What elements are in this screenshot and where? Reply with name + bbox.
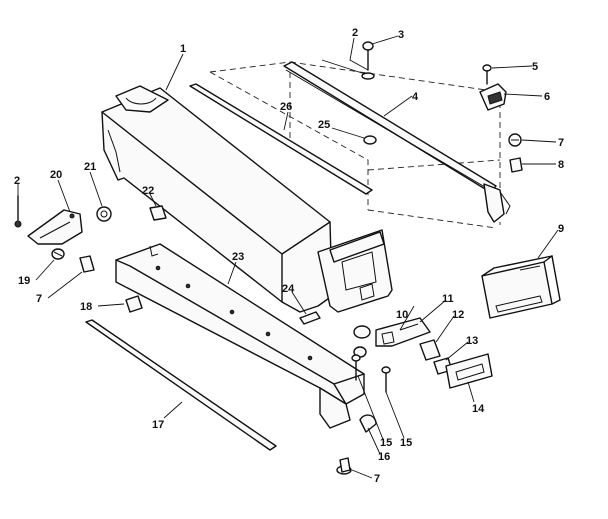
clip-part-6 [479,83,507,111]
callout-7-bottom: 7 [374,473,380,485]
callout-10: 10 [396,309,408,321]
callout-7-left: 7 [36,293,42,305]
callout-8: 8 [558,159,564,171]
callout-labels: 1 2 3 4 5 6 7 8 9 10 11 12 13 14 15 15 1… [14,27,564,485]
callout-14: 14 [472,403,485,415]
knob-part-7-bottom [336,457,352,475]
callout-5: 5 [532,61,538,73]
rear-rail-part-4 [283,61,511,223]
trim-strip-part-17 [85,319,277,451]
callout-24: 24 [282,283,295,295]
front-channel-part-23 [115,243,365,429]
callout-21: 21 [84,161,96,173]
callout-23: 23 [232,251,244,263]
bumper-part-18 [125,295,143,313]
knob-part-8 [509,157,523,173]
screw-part-24 [299,311,321,325]
callout-15-right: 15 [400,437,412,449]
leader-lines [17,35,559,479]
callout-15-left: 15 [380,437,392,449]
housing-part-1 [101,85,393,313]
bezel-part-14 [445,353,493,389]
nut-part-21 [96,206,112,222]
callout-17: 17 [152,419,164,431]
callout-26: 26 [280,101,292,113]
callout-9: 9 [558,223,564,235]
screw-part-19 [51,248,65,260]
nut-part-22 [149,205,167,221]
callout-2-left: 2 [14,175,20,187]
callout-1: 1 [180,43,186,55]
switch-assembly-part-10 [353,325,371,358]
screw-part-15-b [381,366,391,393]
callout-7-right: 7 [558,137,564,149]
screw-part-15-a [351,354,361,381]
washer-part-25 [363,135,377,145]
knob-part-7-left [79,255,95,273]
callout-18: 18 [80,301,92,313]
knob-part-7-top [508,133,522,147]
callout-22: 22 [142,185,154,197]
screw-part-5 [482,64,492,85]
pin-part-2-left [14,195,22,228]
cap-part-16 [359,414,377,433]
callout-11: 11 [442,293,454,305]
callout-3: 3 [398,29,404,41]
callout-20: 20 [50,169,62,181]
callout-13: 13 [466,335,478,347]
callout-16: 16 [378,451,390,463]
bracket-part-20 [27,209,83,245]
callout-25: 25 [318,119,330,131]
callout-19: 19 [18,275,30,287]
insert-part-12 [419,339,441,361]
rod-part-26 [189,83,373,195]
callout-2-top: 2 [352,27,358,39]
callout-4: 4 [412,91,419,103]
control-panel-part-9 [481,255,561,319]
callout-12: 12 [452,309,464,321]
screw-part-3 [361,41,375,80]
switch-part-11 [375,317,431,347]
callout-6: 6 [544,91,550,103]
